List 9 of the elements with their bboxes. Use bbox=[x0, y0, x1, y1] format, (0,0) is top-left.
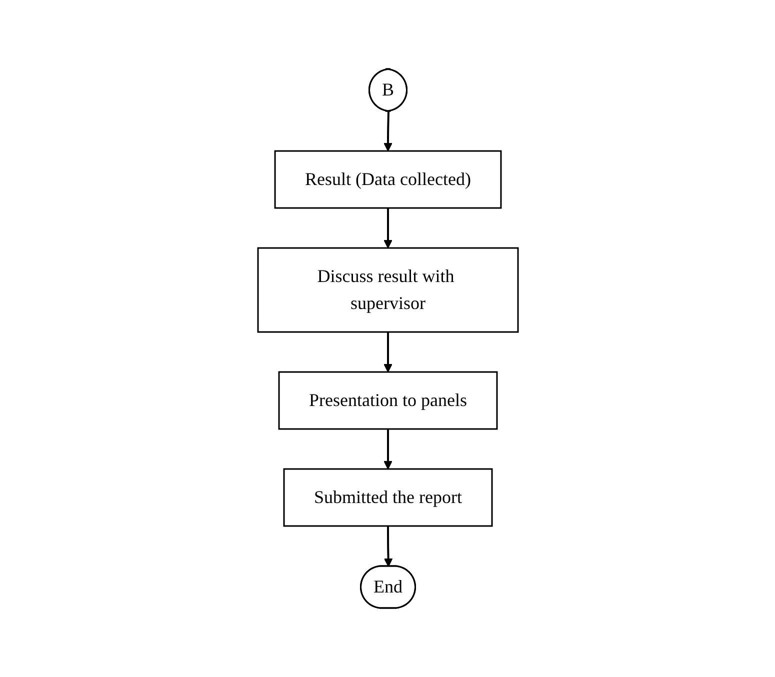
arrow bbox=[383, 526, 392, 567]
node-box: Discuss result with supervisor bbox=[256, 247, 518, 333]
arrow bbox=[383, 332, 392, 372]
arrow bbox=[383, 208, 392, 248]
arrow bbox=[383, 111, 392, 152]
arrow bbox=[383, 429, 392, 470]
node-box: Result (Data collected) bbox=[274, 150, 502, 209]
node-box: Presentation to panels bbox=[278, 371, 498, 430]
node-box: Submitted the report bbox=[282, 468, 492, 527]
